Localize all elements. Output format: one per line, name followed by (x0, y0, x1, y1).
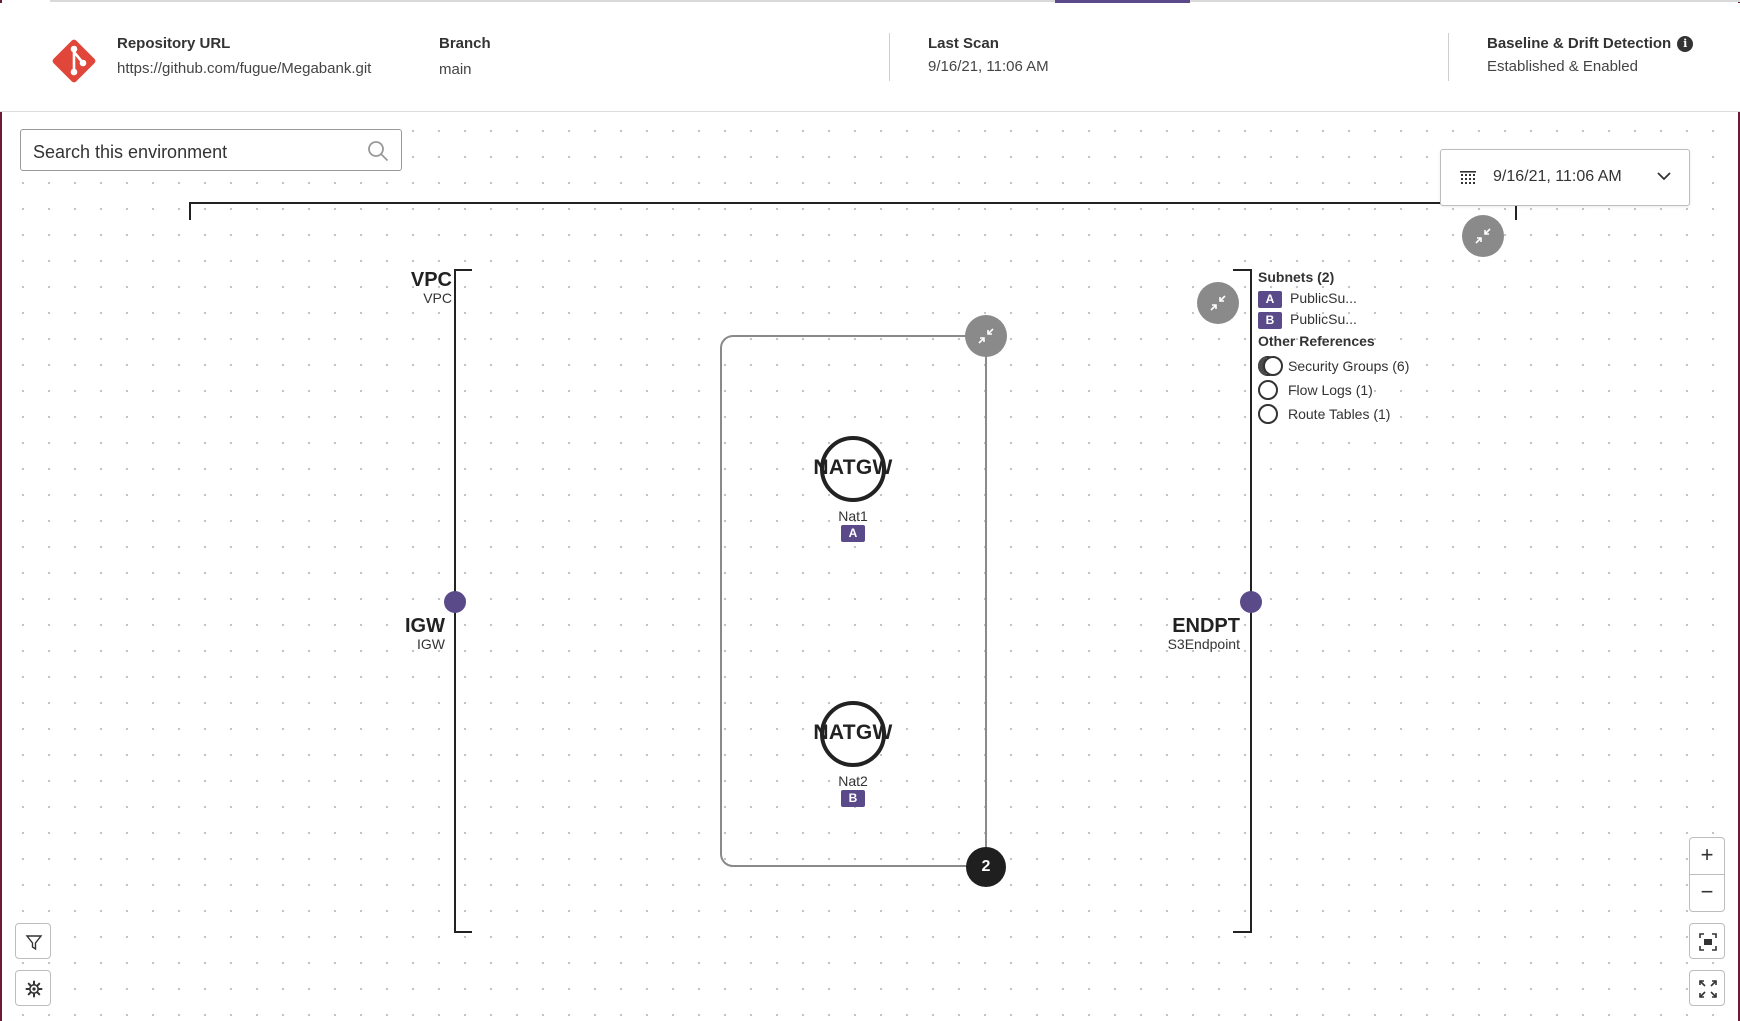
igw-name-label: IGW (417, 636, 445, 652)
other-references-header: Other References (1258, 333, 1375, 349)
repository-url-value: https://github.com/fugue/Megabank.git (117, 60, 372, 77)
active-tab-indicator[interactable] (1055, 0, 1190, 3)
expand-icon (1699, 980, 1717, 998)
nat-gateway-type-label: NATGW (813, 456, 893, 479)
fullscreen-button[interactable] (1689, 970, 1725, 1006)
search-icon[interactable] (367, 140, 389, 162)
endpoint-name-label: S3Endpoint (1167, 636, 1240, 652)
subnet-label: PublicSu... (1290, 290, 1357, 306)
nat-gateway-node[interactable] (820, 701, 886, 767)
repository-url-label: Repository URL (117, 35, 231, 52)
fit-to-screen-button[interactable] (1689, 923, 1725, 959)
baseline-drift-label: Baseline & Drift Detection i (1487, 35, 1694, 52)
minus-icon: − (1700, 879, 1714, 904)
fit-screen-icon (1699, 933, 1717, 951)
nat-gateway-name-label: Nat1 (838, 508, 868, 524)
nat-gateway-node[interactable] (820, 436, 886, 502)
igw-type-label: IGW (405, 615, 445, 637)
info-icon[interactable]: i (1677, 36, 1694, 52)
subnet-label: PublicSu... (1290, 311, 1357, 327)
subnet-item[interactable]: B PublicSu... (1258, 311, 1357, 329)
subnet-item[interactable]: A PublicSu... (1258, 290, 1357, 308)
igw-node[interactable] (444, 591, 466, 613)
toggle-icon[interactable] (1258, 404, 1278, 424)
chevron-down-icon (1657, 172, 1671, 181)
reference-toggle-route-tables[interactable]: Route Tables (1) (1258, 404, 1390, 424)
zoom-out-button[interactable]: − (1689, 874, 1725, 912)
nat-gateway-type-label: NATGW (813, 721, 893, 744)
scan-date-select[interactable]: 9/16/21, 11:06 AM (1440, 149, 1690, 206)
branch-label: Branch (439, 35, 491, 52)
filter-icon (25, 935, 43, 951)
git-logo-icon (52, 39, 96, 83)
zoom-in-button[interactable]: + (1689, 837, 1725, 875)
collapse-icon (1210, 295, 1226, 311)
scan-date-value: 9/16/21, 11:06 AM (1493, 168, 1622, 185)
collapse-icon (1475, 228, 1491, 244)
last-scan-value: 9/16/21, 11:06 AM (928, 58, 1049, 75)
search-input[interactable]: Search this environment (20, 129, 402, 171)
subnet-badge: B (1258, 312, 1282, 329)
reference-label: Security Groups (6) (1288, 358, 1410, 374)
search-placeholder: Search this environment (33, 142, 228, 162)
endpoint-type-label: ENDPT (1172, 615, 1240, 637)
reference-toggle-flow-logs[interactable]: Flow Logs (1) (1258, 380, 1373, 400)
reference-label: Flow Logs (1) (1288, 382, 1373, 398)
baseline-drift-label-text: Baseline & Drift Detection (1487, 35, 1672, 52)
header-divider (1448, 33, 1449, 81)
header-divider (889, 33, 890, 81)
group-count-badge[interactable]: 2 (966, 847, 1006, 887)
gear-icon (25, 980, 43, 998)
diagram-canvas[interactable] (2, 112, 1738, 1021)
subnet-badge: A (841, 525, 865, 542)
reference-label: Route Tables (1) (1288, 406, 1391, 422)
last-scan-label: Last Scan (928, 35, 999, 52)
collapse-environment-button[interactable] (1462, 215, 1504, 257)
vpc-type-label: VPC (410, 269, 452, 291)
subnet-badge: A (1258, 291, 1282, 308)
vpc-name-label: VPC (423, 290, 452, 306)
plus-icon: + (1700, 842, 1714, 867)
toggle-icon[interactable] (1258, 380, 1278, 400)
toggle-selected-icon[interactable] (1258, 356, 1283, 376)
top-tab-rule (50, 0, 1740, 2)
settings-button[interactable] (15, 970, 51, 1006)
collapse-group-button[interactable] (965, 315, 1007, 357)
subnets-header: Subnets (2) (1258, 269, 1335, 285)
filter-button[interactable] (15, 923, 51, 959)
window-frame-left (0, 0, 2, 1021)
environment-header: Repository URL https://github.com/fugue/… (0, 3, 1740, 112)
branch-value: main (439, 61, 472, 78)
collapse-icon (978, 328, 994, 344)
baseline-drift-value: Established & Enabled (1487, 58, 1638, 75)
window-frame-right (1738, 0, 1740, 1021)
subnet-badge: B (841, 790, 865, 807)
nat-gateway-name-label: Nat2 (838, 773, 868, 789)
endpoint-node[interactable] (1240, 591, 1262, 613)
reference-toggle-security-groups[interactable]: Security Groups (6) (1258, 356, 1409, 376)
calendar-icon (1460, 171, 1476, 184)
collapse-vpc-button[interactable] (1197, 282, 1239, 324)
